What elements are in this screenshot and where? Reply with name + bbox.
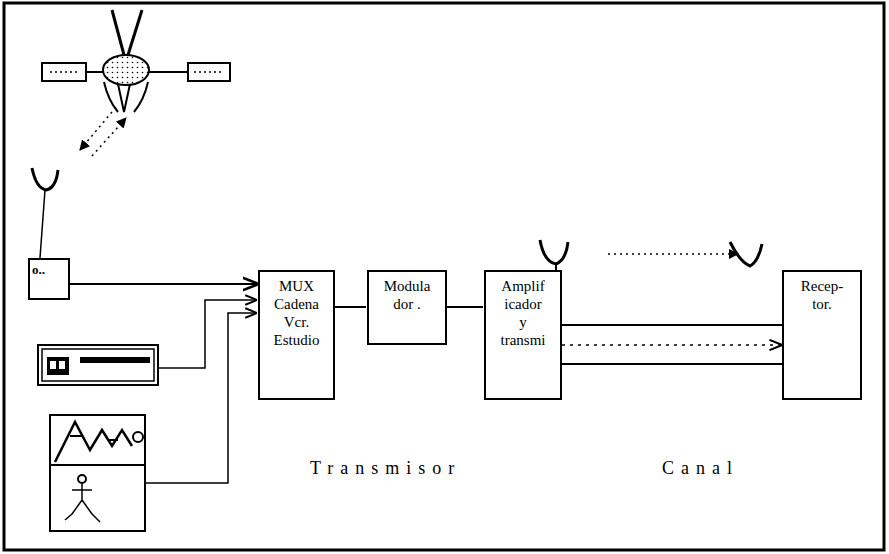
- box-label: o..: [32, 262, 45, 278]
- signal-connector: [70, 283, 257, 285]
- satellite-link: [80, 112, 126, 156]
- signal-connector: [447, 306, 483, 308]
- video-recorder: [38, 345, 158, 385]
- satellite: [42, 10, 230, 112]
- receiver-box: o..: [28, 258, 70, 300]
- frame: [4, 3, 884, 550]
- process-box: Recep- tor.: [782, 270, 862, 400]
- dish-antenna: [32, 168, 58, 258]
- radio-link: [608, 253, 738, 255]
- box-label: MUX Cadena Vcr. Estudio: [274, 277, 320, 349]
- section-label: Transmisor: [308, 458, 463, 479]
- signal-wire: [158, 300, 256, 368]
- section-label: Canal: [660, 458, 741, 479]
- signal-connector: [562, 344, 781, 346]
- box-label: Modula dor .: [376, 277, 438, 313]
- channel-line: [562, 363, 782, 365]
- studio-picture: [50, 415, 145, 531]
- process-box: Modula dor .: [367, 270, 447, 345]
- signal-wire: [145, 313, 256, 483]
- channel-line: [562, 324, 782, 326]
- dish-antenna: [540, 240, 762, 270]
- signal-connector: [335, 306, 366, 308]
- process-box: MUX Cadena Vcr. Estudio: [258, 270, 335, 400]
- box-label: Recep- tor.: [801, 277, 843, 313]
- box-label: Amplif icador y transmi: [501, 277, 546, 349]
- process-box: Amplif icador y transmi: [484, 270, 562, 400]
